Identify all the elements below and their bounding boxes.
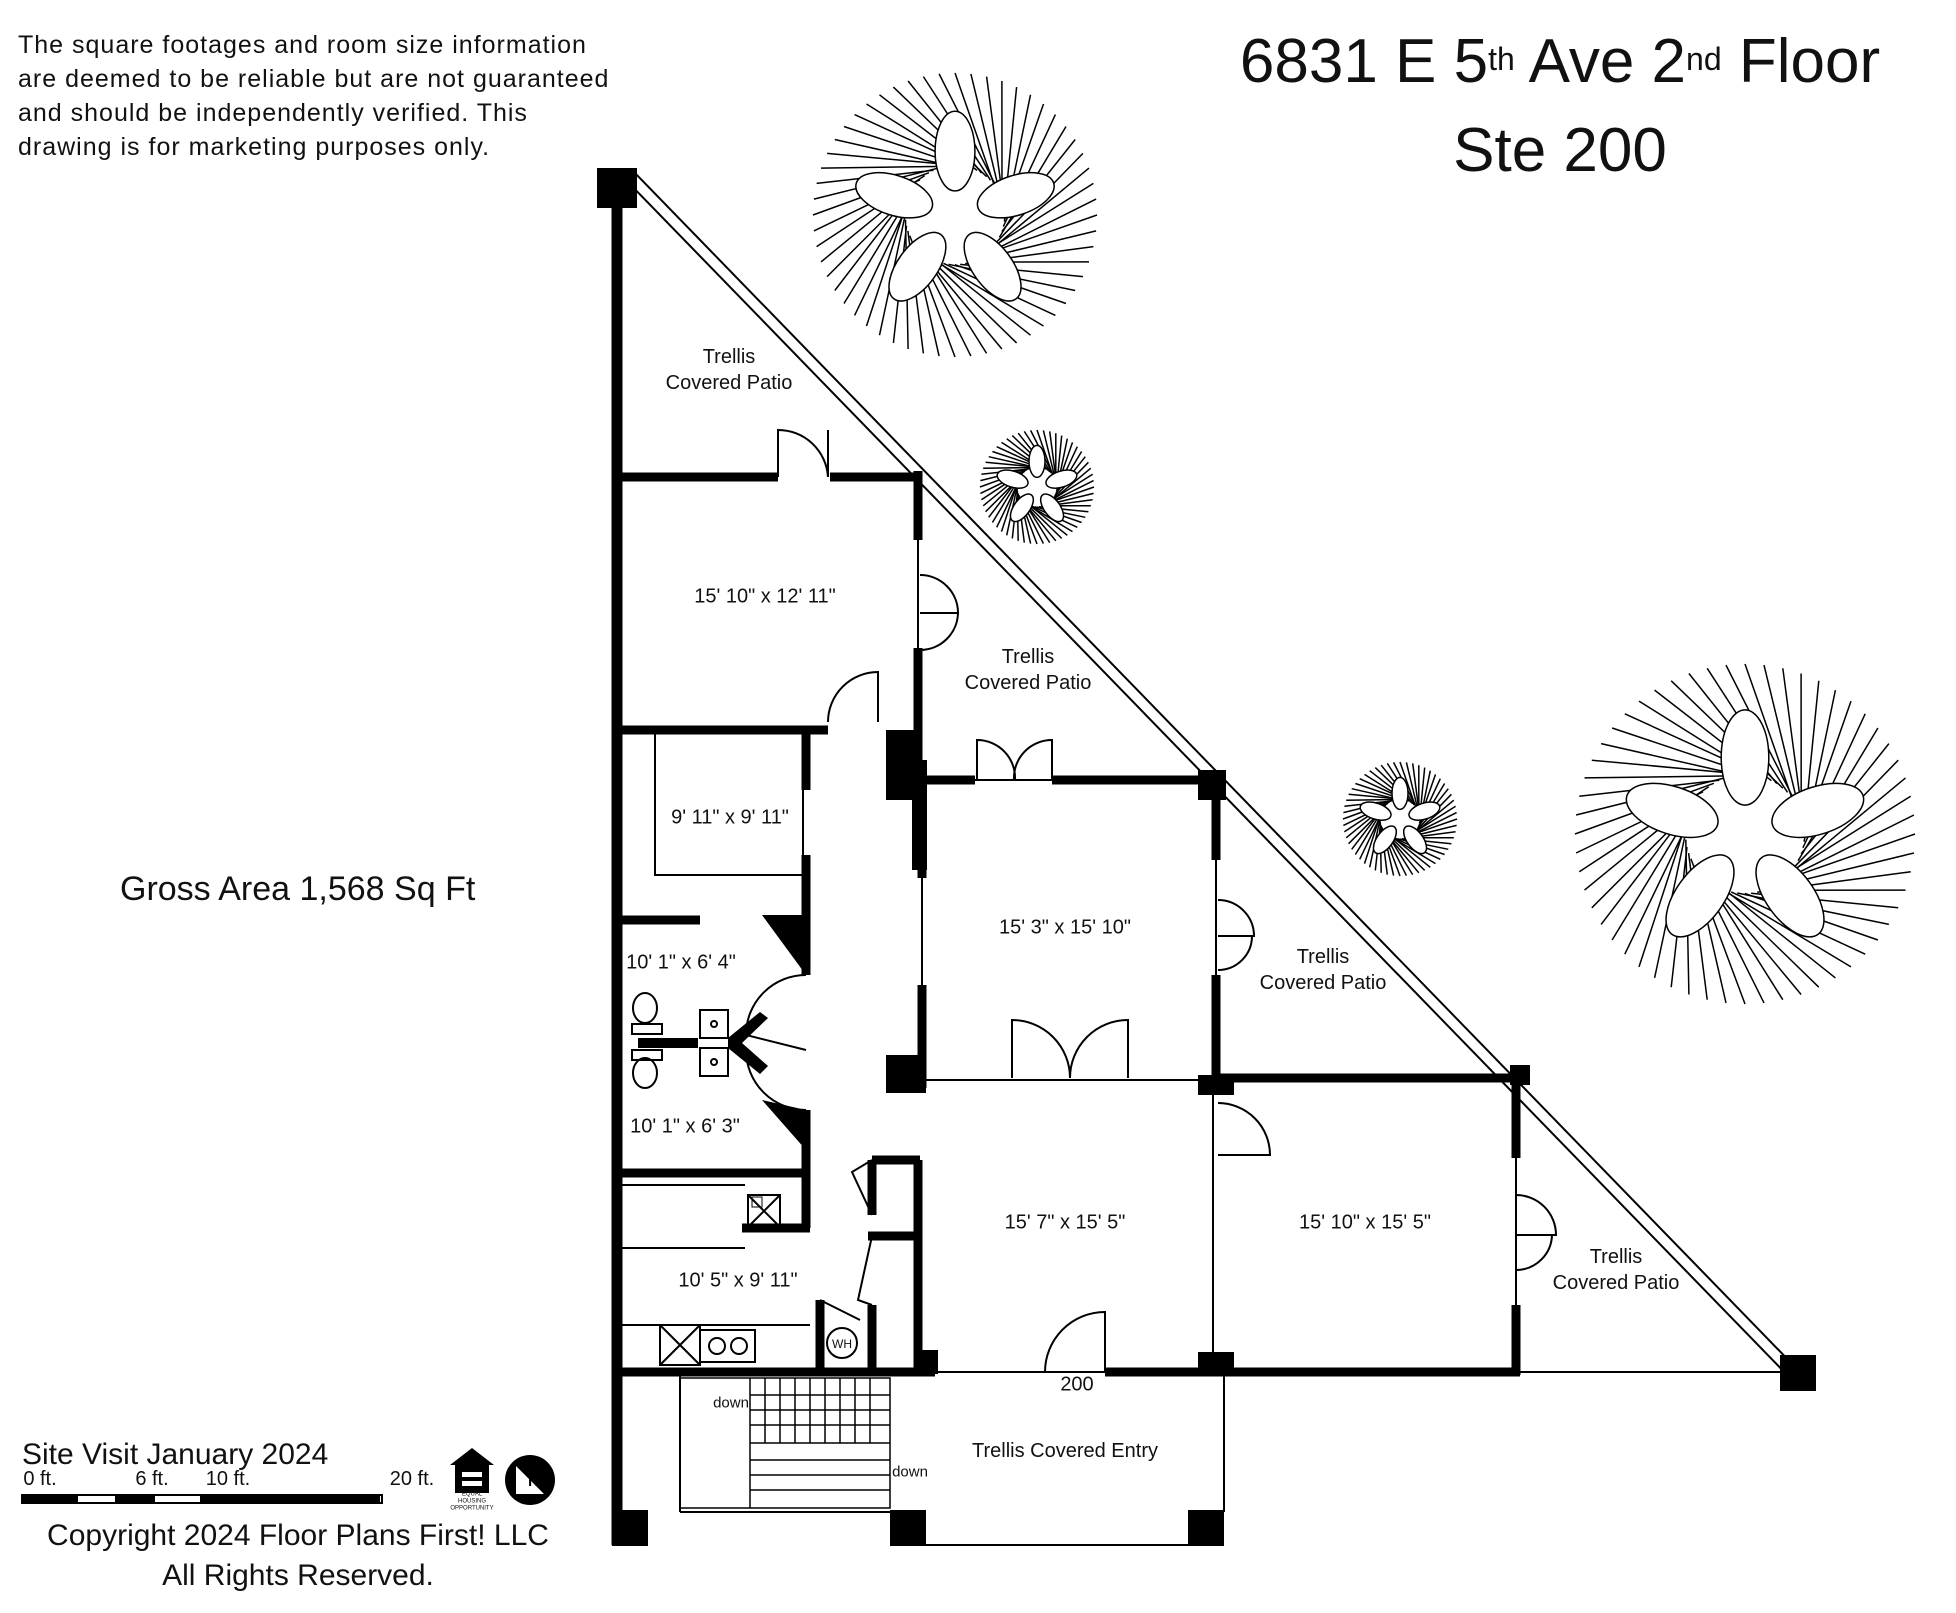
patio-label-line: Covered Patio — [1552, 1272, 1680, 1294]
room-dimension: 9' 11" x 9' 11" — [671, 806, 789, 829]
equal-housing-text: EQUAL HOUSING OPPORTUNITY — [450, 1491, 494, 1512]
patio-label-4: Trellis Covered Patio — [1553, 1244, 1680, 1296]
tree-icon — [812, 72, 1098, 358]
address-part: Ave 2 — [1514, 27, 1687, 96]
patio-label-line: Trellis — [1001, 646, 1055, 668]
address-ordinal: th — [1488, 41, 1515, 77]
patio-label-line: Covered Patio — [964, 672, 1092, 694]
floor-ordinal: nd — [1686, 41, 1722, 77]
disclaimer-text: The square footages and room size inform… — [18, 28, 609, 164]
scale-label: 6 ft. — [135, 1468, 169, 1490]
stairs — [679, 1377, 891, 1509]
svg-text:N: N — [528, 1473, 540, 1490]
copyright-line: All Rights Reserved. — [162, 1559, 434, 1592]
scale-label: 10 ft. — [205, 1468, 251, 1490]
room-dimension: 15' 10" x 12' 11" — [694, 585, 836, 608]
tree-icon — [979, 429, 1095, 545]
tree-symbols — [812, 72, 1916, 1005]
patio-label-3: Trellis Covered Patio — [1260, 944, 1387, 996]
disclaimer-line: The square footages and room size inform… — [18, 31, 587, 59]
room-dimension: 10' 1" x 6' 4" — [626, 951, 736, 974]
gross-area: Gross Area 1,568 Sq Ft — [120, 870, 476, 908]
patio-label-line: Trellis — [1589, 1246, 1643, 1268]
room-dimension: 15' 7" x 15' 5" — [1004, 1211, 1126, 1234]
disclaimer-line: drawing is for marketing purposes only. — [18, 133, 491, 161]
scale-bar — [21, 1494, 383, 1504]
bathroom-fixtures — [617, 992, 858, 1366]
scale-label: 0 ft. — [23, 1468, 57, 1490]
tree-icon — [1342, 761, 1458, 877]
plan-title: 6831 E 5th Ave 2nd Floor Ste 200 — [1150, 22, 1956, 191]
water-heater-label: WH — [832, 1337, 852, 1351]
unit-number: 200 — [1060, 1373, 1094, 1396]
patio-label-line: Trellis — [1296, 946, 1350, 968]
north-arrow-icon: N — [505, 1455, 555, 1505]
room-dimension: 10' 5" x 9' 11" — [678, 1269, 798, 1292]
scale-label: 20 ft. — [389, 1468, 435, 1490]
disclaimer-line: are deemed to be reliable but are not gu… — [18, 65, 610, 93]
room-dimension: 10' 1" x 6' 3" — [630, 1115, 740, 1138]
copyright: Copyright 2024 Floor Plans First! LLC Al… — [18, 1516, 578, 1596]
tree-icon — [1574, 663, 1916, 1005]
patio-label-1: Trellis Covered Patio — [666, 344, 793, 396]
patio-label-line: Trellis — [702, 346, 756, 368]
suite-line: Ste 200 — [1453, 116, 1667, 185]
stair-direction: down — [892, 1463, 928, 1481]
copyright-line: Copyright 2024 Floor Plans First! LLC — [47, 1519, 549, 1552]
equal-housing-logo — [450, 1448, 494, 1493]
address-part: Floor — [1721, 27, 1881, 96]
stair-direction: down — [713, 1394, 749, 1412]
entry-label: Trellis Covered Entry — [972, 1440, 1158, 1462]
address-line: 6831 E 5th Ave 2nd Floor — [1150, 22, 1956, 111]
site-visit: Site Visit January 2024 — [22, 1438, 329, 1471]
disclaimer-line: and should be independently verified. Th… — [18, 99, 528, 127]
corner-posts — [597, 168, 1816, 1546]
patio-label-2: Trellis Covered Patio — [965, 644, 1092, 696]
room-dimension: 15' 3" x 15' 10" — [999, 916, 1131, 939]
room-dimension: 15' 10" x 15' 5" — [1299, 1211, 1431, 1234]
patio-label-line: Covered Patio — [665, 372, 793, 394]
address-part: 6831 E 5 — [1239, 27, 1489, 96]
patio-label-line: Covered Patio — [1259, 972, 1387, 994]
